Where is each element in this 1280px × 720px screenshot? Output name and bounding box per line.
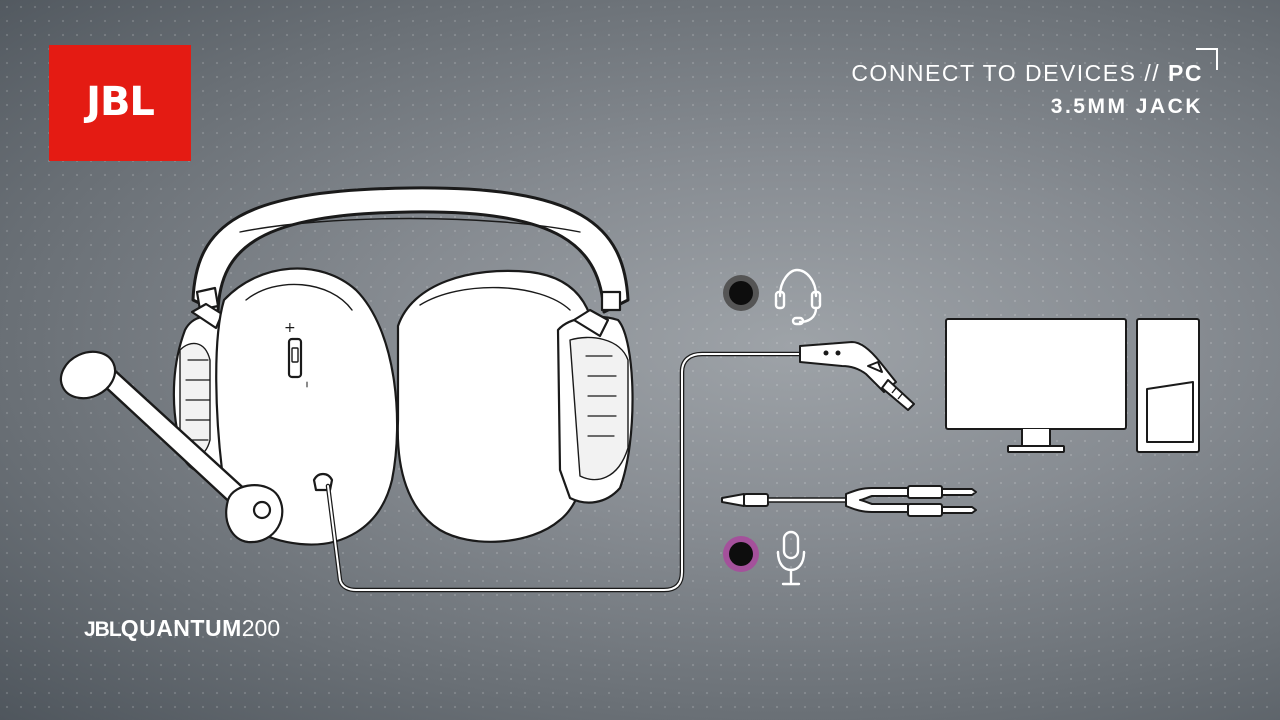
headset-icon [774,268,822,326]
heading-line1-device: PC [1168,60,1203,86]
corner-bracket-decoration [1196,48,1218,70]
headset-illustration: + – [59,186,634,546]
volume-minus-label: – [299,381,315,388]
product-line: QUANTUM [120,615,242,641]
audio-jack-plug [799,341,915,411]
heading-line1-prefix: CONNECT TO DEVICES // [851,60,1169,86]
microphone-icon [776,530,806,586]
heading-line1: CONNECT TO DEVICES // PC [851,60,1203,87]
product-brand: JBL [84,618,122,641]
pc-illustration [945,318,1200,453]
headphone-port [723,275,759,311]
volume-plus-label: + [284,320,296,336]
jbl-logo-text: JBL [86,79,155,125]
page-heading: CONNECT TO DEVICES // PC 3.5MM JACK [851,60,1203,119]
splitter-cable [721,485,977,517]
microphone-port [723,536,759,572]
product-model: 200 [241,615,281,641]
monitor [945,318,1127,430]
jbl-logo: JBL [49,45,191,161]
heading-line2: 3.5MM JACK [1050,95,1203,118]
product-mark: JBLQUANTUM200 [84,615,280,642]
